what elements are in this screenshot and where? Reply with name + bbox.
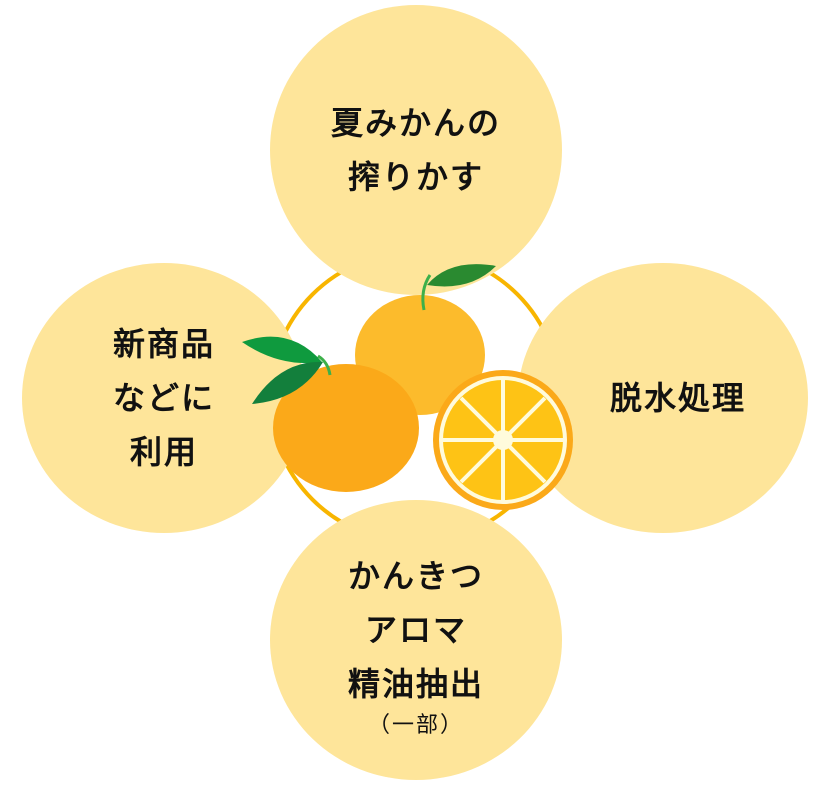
leaf-icon <box>427 264 496 287</box>
node-bottom-note: （一部） <box>367 713 464 738</box>
orange-slice <box>433 370 573 510</box>
node-bottom-line1: かんきつ <box>347 557 484 595</box>
node-left-line1: 新商品 <box>112 325 215 363</box>
front-orange <box>242 336 419 492</box>
node-bottom-line2: アロマ <box>364 611 467 649</box>
node-top-line1: 夏みかんの <box>330 104 501 142</box>
node-left-line3: 利用 <box>129 433 198 471</box>
node-right: 脱水処理 <box>518 263 808 533</box>
leaf-icon <box>242 336 322 364</box>
node-top: 夏みかんの 搾りかす <box>270 5 562 295</box>
node-bottom: かんきつ アロマ 精油抽出 （一部） <box>270 500 562 780</box>
node-right-line1: 脱水処理 <box>609 379 746 417</box>
node-top-line2: 搾りかす <box>347 158 484 196</box>
node-left-line2: などに <box>112 379 215 417</box>
node-bottom-line3: 精油抽出 <box>347 665 484 703</box>
leaf-icon <box>252 361 323 404</box>
